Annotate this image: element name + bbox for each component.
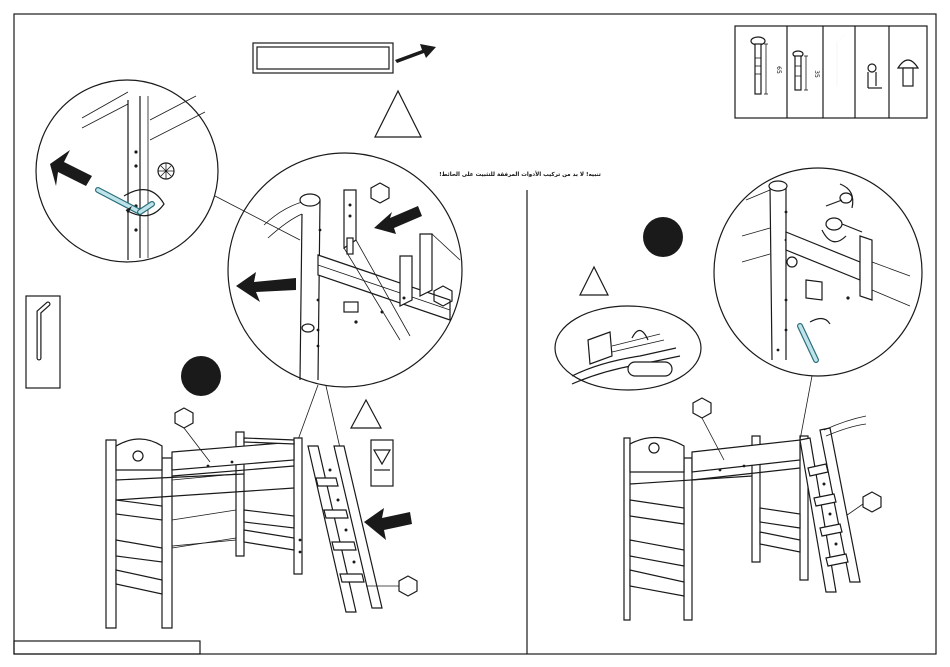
rotate-arrow-icon [810,318,830,324]
direction-arrow-icon [236,272,296,302]
bracket-icon [588,332,612,364]
cap-nut-icon [898,60,918,86]
part-hexagon-label [863,492,881,512]
footer-label-box [14,641,200,654]
leader-line [800,376,812,440]
direction-arrow-icon [364,508,412,540]
label-box-with-arrow [253,43,436,73]
ladder-left [308,446,417,612]
bolt-head-icon [840,193,852,203]
part-hexagon-label [175,408,193,428]
leader-line [215,196,300,240]
detail-circle-wall-bracket [36,80,218,262]
barrel-nut-icon [868,64,882,88]
part-hexagon-label [693,398,711,418]
part-hexagon-label [399,576,417,596]
pointing-arrow-icon [395,44,436,63]
ladder-right [800,416,866,592]
long-bolt-icon: 65 [751,37,782,94]
direction-arrow-icon [50,150,92,186]
warning-triangle-icon [580,267,608,295]
rotate-arrow-icon [632,330,648,340]
detail-circle-bed-frame [228,153,462,387]
direction-arrow-icon [374,206,422,234]
long-bolt-dimension: 65 [775,66,782,74]
leader-line [326,386,340,448]
bracket-icon [344,302,358,312]
allen-key-box [26,296,60,388]
rotate-arrow-icon [822,230,846,242]
short-bolt-icon: 35 [793,51,820,90]
fixing-symbol-box [371,440,393,486]
part-hexagon-label [371,183,389,203]
wall-mount-note: تنبيه! لا بد من تركيب الأدوات المرفقة لل… [439,170,601,178]
loft-bed-left [106,408,302,628]
detail-circle-bracket [555,306,701,390]
step-number-circle [181,356,221,396]
step-number-circle [643,217,683,257]
detail-circle-wall-anchor [714,168,922,376]
hardware-panel: 65 35 [735,26,927,118]
short-bolt-dimension: 35 [813,70,820,78]
warning-triangle-icon [375,91,421,137]
warning-triangle-icon [351,400,381,428]
